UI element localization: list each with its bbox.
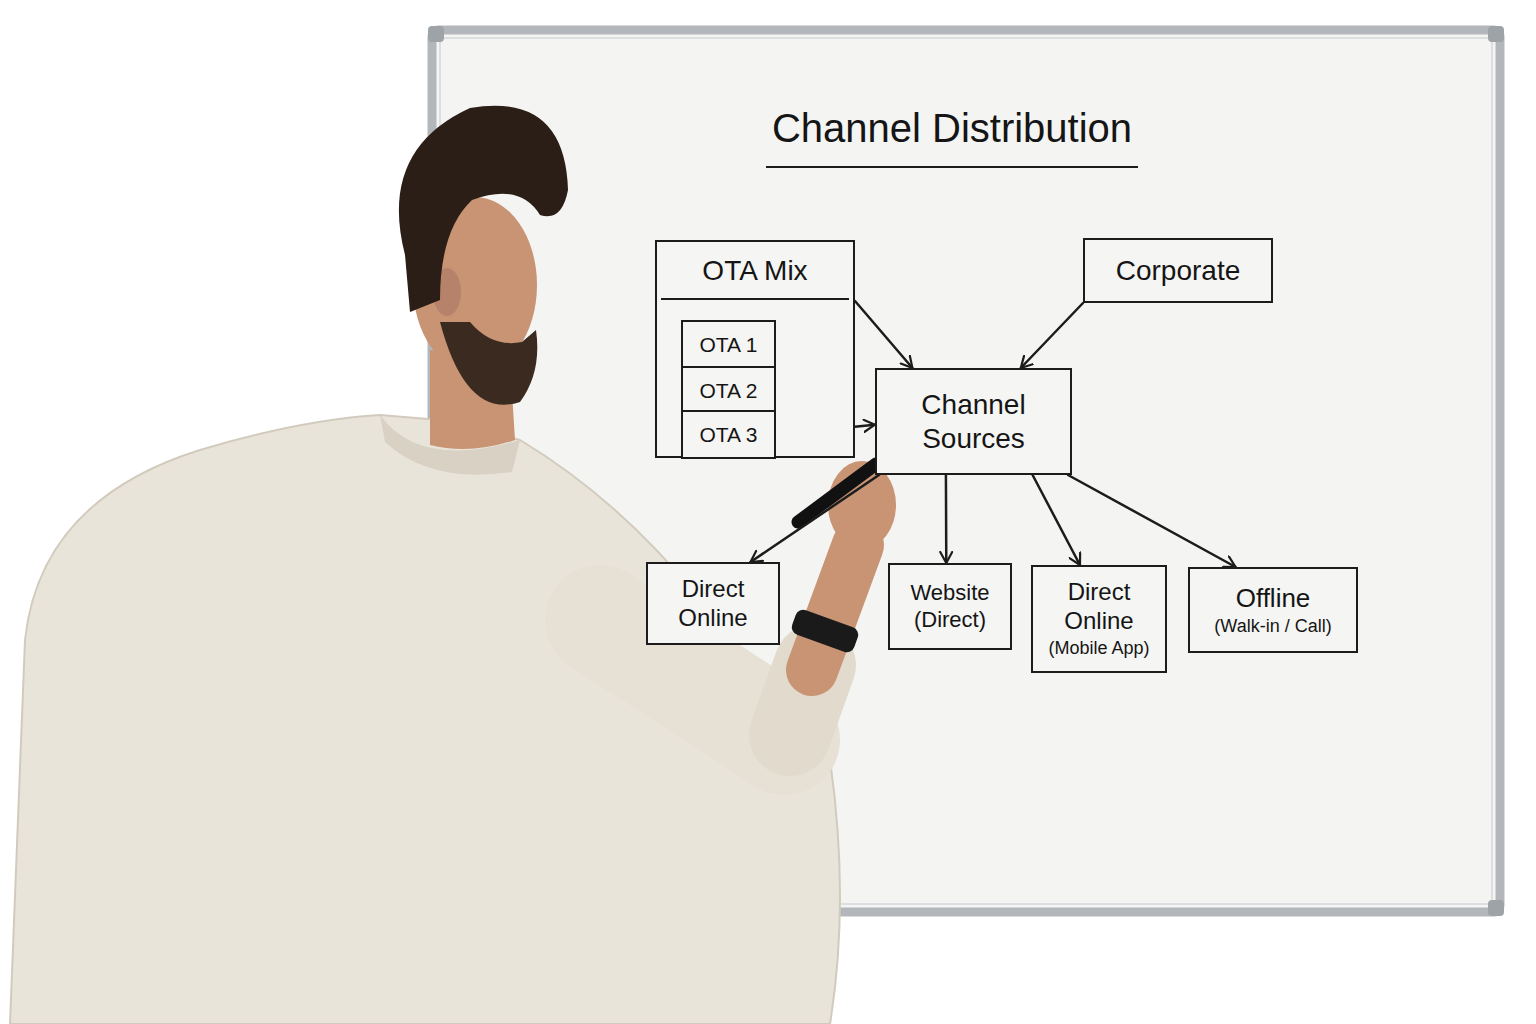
channel-box: Direct Online [646,562,780,645]
forearm [812,545,858,670]
channel-box: OTA 3 [681,410,776,459]
channel-box: Website (Direct) [888,563,1012,650]
channel-box: OTA 1 [681,320,776,369]
node-label: OTA 2 [691,378,766,403]
channel-box: OTA 2 [681,366,776,415]
arrow-connector [855,301,912,368]
node-label: Website (Direct) [898,580,1002,633]
node-label: OTA 1 [691,332,766,357]
hair [399,106,568,312]
channel-box: Offline(Walk-in / Call) [1188,567,1358,653]
arrow-connector [1033,475,1080,565]
channel-box: Direct Online(Mobile App) [1031,565,1167,673]
hub-box: Channel Sources [875,368,1072,475]
source-box: Corporate [1083,238,1273,303]
node-sublabel: (Mobile App) [1041,638,1157,660]
shirt-torso [10,415,840,1024]
arrow-connector [945,475,948,563]
frame-corner [1488,900,1504,916]
arrow-connector [1021,303,1083,368]
node-label: Corporate [1093,254,1263,288]
node-label: OTA Mix [661,242,849,300]
arrow-connector [1068,475,1236,567]
frame-corner [428,26,444,42]
marker-pen [798,464,876,522]
group-box: OTA MixOTA 1 OTA 2 OTA 3 [655,240,855,458]
frame-corner [1488,26,1504,42]
beard [440,322,537,405]
node-sublabel: (Walk-in / Call) [1198,616,1348,638]
node-label: OTA 3 [691,422,766,447]
node-label: Offline [1198,583,1348,614]
node-label: Direct Online [656,575,770,633]
node-label: Direct Online [1041,578,1157,636]
diagram-title: Channel Distribution [766,104,1138,168]
node-label: Channel Sources [885,388,1062,455]
arrow-connector [751,475,879,562]
wristwatch [790,607,861,654]
